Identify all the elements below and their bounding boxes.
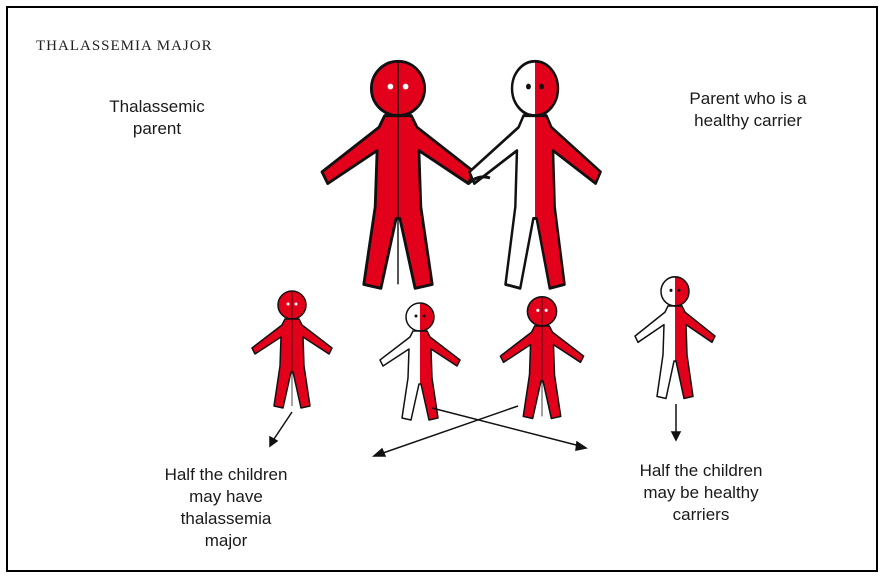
thalassemic-parent-figure	[322, 61, 474, 288]
arrow-cross-left	[380, 406, 518, 454]
arrows	[270, 404, 680, 456]
child-4-figure	[635, 277, 715, 399]
child-2-figure	[380, 303, 460, 420]
carrier-parent-figure	[469, 61, 600, 288]
child-1-figure	[252, 291, 332, 408]
child-3-figure	[500, 297, 583, 419]
arrow-child1-down	[272, 412, 292, 442]
